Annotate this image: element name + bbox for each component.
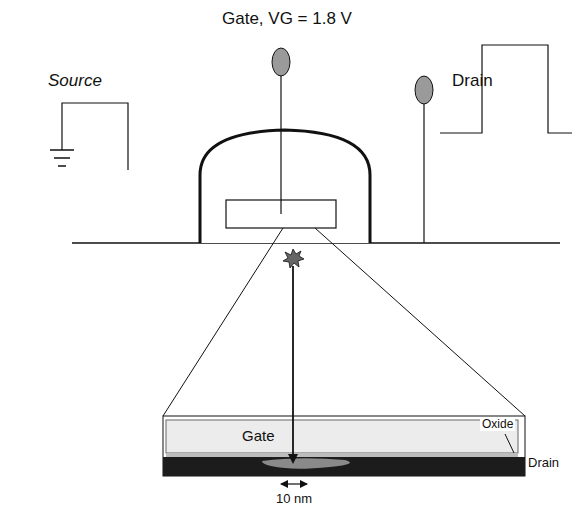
gate-wire [280,76,281,214]
drain-pulse [440,45,572,133]
terminal-label: Drain [452,72,493,91]
drain-region [163,457,525,476]
gate-spacer [200,130,370,243]
inset-frame [163,416,525,476]
region-label: Drain [528,456,559,470]
zoom-line [163,228,283,416]
drain-wire [423,104,424,243]
gate-box: Gate [166,420,518,453]
gate-voltage-label: Gate, VG = 1.8 V [222,10,352,29]
drain-terminal [415,76,433,104]
inset-gate [166,420,518,453]
layer-label: Oxide [480,418,515,431]
dimension-label: 10 nm [276,492,312,506]
leader-line [505,434,514,453]
gate-terminal [272,48,290,76]
zoom-line [315,228,525,416]
source-wire [62,103,128,170]
emission-arrow [292,266,294,462]
damage-region [262,458,350,469]
ground-symbol [50,149,74,151]
terminal-label: Source [48,72,102,91]
gate-label: Gate [242,428,275,445]
dimension-arrow [281,483,307,484]
emission-spark [283,249,304,268]
oxide-layer [166,453,518,457]
